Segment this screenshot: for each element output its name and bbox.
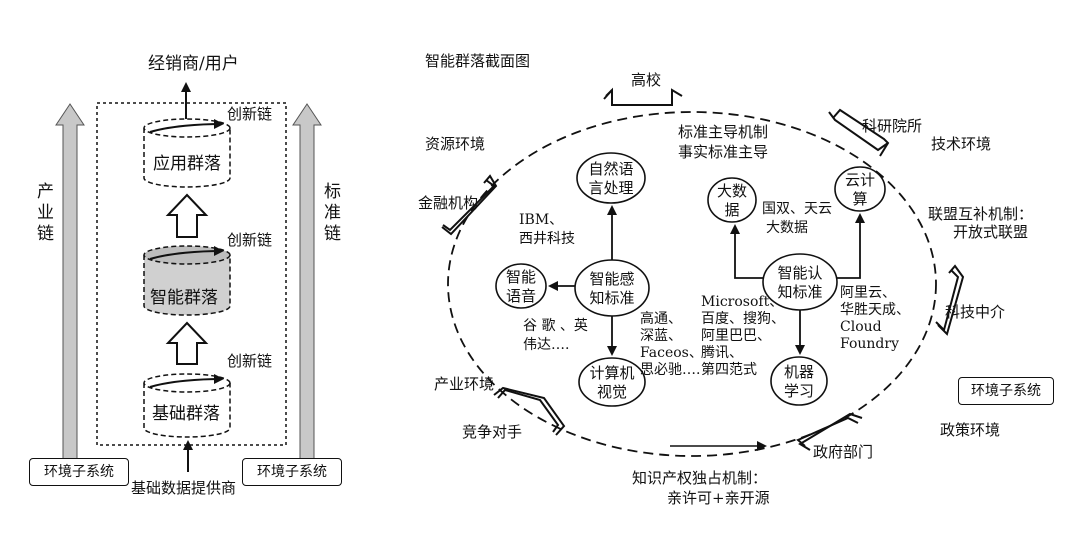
- alliance-mechanism-line2: 开放式联盟: [953, 223, 1029, 241]
- industry-chain-label: 产业链: [33, 182, 53, 245]
- ibm-label-line1: IBM、: [519, 212, 564, 228]
- cognition-companies-line3: 阿里巴巴、: [701, 328, 771, 344]
- research-institute-label: 科研院所: [862, 117, 923, 135]
- intelligence-layer-label: 智能群落: [150, 288, 218, 308]
- perception-standard-label: 智能感知标准: [589, 270, 635, 307]
- cloud-label: 云计算: [844, 171, 875, 208]
- perception-companies-line4: 思必驰….: [640, 362, 701, 378]
- perception-companies-line3: Faceos、: [640, 345, 703, 361]
- finance-label: 金融机构: [418, 194, 479, 212]
- tech-env-label: 技术环境: [931, 135, 992, 153]
- intermediary-label: 科技中介: [945, 303, 1006, 321]
- ml-label: 机器学习: [783, 363, 814, 400]
- standard-mechanism-line2: 事实标准主导: [678, 143, 769, 161]
- bigdata-label: 大数据: [716, 182, 747, 219]
- actor-arrows: [441, 87, 965, 451]
- guoshuang-label-line1: 国双、天云: [762, 201, 832, 217]
- upgrade-arrow-2: [165, 321, 209, 365]
- cloud-node: [834, 166, 886, 212]
- cognition-companies-line4: 腾讯、: [701, 345, 743, 361]
- env-subsystem-box-left: 环境子系统: [29, 458, 129, 486]
- alliance-mechanism-line1: 联盟互补机制：: [928, 205, 1034, 223]
- cognition-companies-line5: 第四范式: [701, 362, 757, 378]
- foundation-layer-label: 基础群落: [152, 404, 220, 424]
- perception-companies-line2: 深蓝、: [640, 328, 682, 344]
- standard-mechanism-line1: 标准主导机制: [678, 123, 769, 141]
- university-label: 高校: [631, 71, 662, 89]
- ip-mechanism-line2: 亲许可+亲开源: [667, 489, 770, 507]
- cognition-companies-line1: Microsoft、: [701, 294, 784, 310]
- ml-node: [770, 356, 828, 406]
- cross-section-boundary: [447, 111, 937, 457]
- output-customers-label: 经销商/用户: [148, 54, 239, 74]
- env-subsystem-box-ring: 环境子系统: [958, 377, 1054, 405]
- env-subsystem-box-right: 环境子系统: [242, 458, 342, 486]
- guoshuang-label-line2: 大数据: [766, 220, 808, 236]
- competitor-label: 竞争对手: [462, 423, 523, 441]
- intelligence-layer-cylinder: [143, 245, 231, 316]
- speech-label: 智能语音: [505, 268, 536, 305]
- cloud-companies-line2: 华胜天成、: [840, 302, 910, 318]
- perception-companies-line1: 高通、: [640, 311, 682, 327]
- innovation-chain-label-2: 创新链: [227, 231, 273, 249]
- google-label-line2: 伟达….: [523, 337, 570, 353]
- industry-env-label: 产业环境: [434, 375, 495, 393]
- google-label-line1: 谷 歌 、英: [523, 318, 588, 334]
- data-provider-label: 基础数据提供商: [131, 479, 237, 497]
- application-layer-cylinder: [143, 118, 231, 188]
- ip-mechanism-line1: 知识产权独占机制：: [632, 469, 768, 487]
- industry-chain-arrow: [55, 103, 85, 474]
- cloud-companies-line1: 阿里云、: [840, 285, 896, 301]
- innovation-chain-label-3: 创新链: [227, 352, 273, 370]
- cognition-companies-line2: 百度、搜狗、: [701, 311, 785, 327]
- vision-label: 计算机视觉: [589, 364, 635, 401]
- cross-section-title: 智能群落截面图: [425, 52, 531, 70]
- speech-node: [495, 263, 547, 309]
- application-layer-label: 应用群落: [153, 154, 221, 174]
- cloud-companies-line4: Foundry: [840, 336, 899, 352]
- policy-env-label: 政策环境: [940, 421, 1001, 439]
- nlp-node: [576, 152, 646, 204]
- bigdata-node: [707, 177, 757, 223]
- government-label: 政府部门: [813, 443, 874, 461]
- foundation-layer-cylinder: [143, 373, 231, 438]
- nlp-label: 自然语言处理: [588, 160, 634, 197]
- standard-chain-arrow: [292, 103, 322, 474]
- resource-env-label: 资源环境: [425, 135, 486, 153]
- vision-node: [578, 357, 646, 407]
- upgrade-arrow-1: [165, 193, 209, 238]
- standard-chain-label: 标准链: [320, 182, 340, 245]
- cloud-companies-line3: Cloud: [840, 319, 882, 335]
- innovation-chain-label-1: 创新链: [227, 105, 273, 123]
- cognition-standard-label: 智能认知标准: [777, 264, 823, 301]
- ibm-label-line2: 西井科技: [519, 231, 575, 247]
